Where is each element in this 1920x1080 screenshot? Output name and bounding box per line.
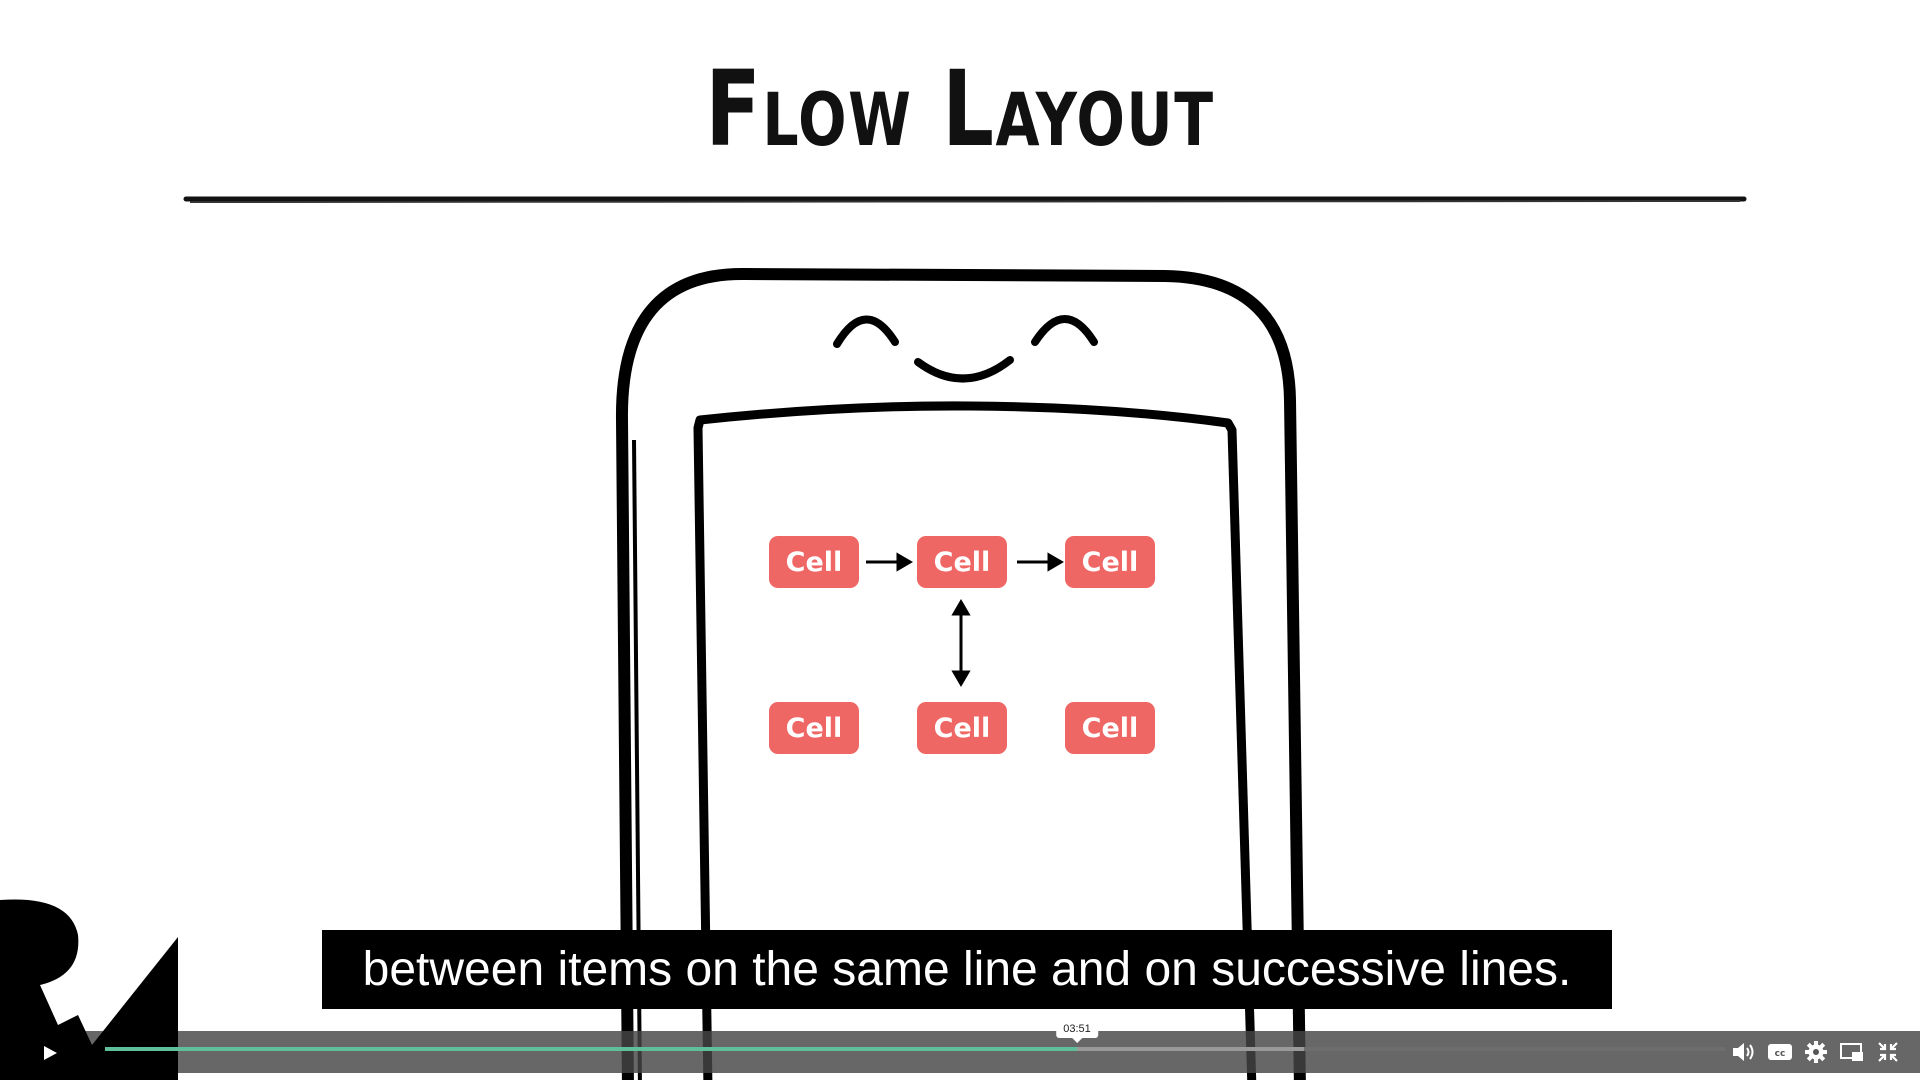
cell-r2-c2: Cell: [917, 702, 1007, 754]
control-bar: [50, 1031, 1920, 1073]
svg-text:cc: cc: [1775, 1049, 1786, 1059]
left-eye: [833, 315, 899, 348]
progress-bar[interactable]: [105, 1047, 1725, 1051]
rw-logo: [0, 899, 178, 1080]
gear-icon: [1805, 1041, 1827, 1063]
cell-r1-c1: Cell: [769, 536, 859, 588]
volume-button[interactable]: [1729, 1037, 1759, 1067]
exit-fullscreen-icon: [1878, 1042, 1898, 1062]
captions-button[interactable]: cc: [1765, 1037, 1795, 1067]
settings-button[interactable]: [1801, 1037, 1831, 1067]
cell-r1-c2: Cell: [917, 536, 1007, 588]
phone-face: [833, 315, 1098, 383]
closed-captions-icon: cc: [1768, 1044, 1792, 1060]
play-icon: [44, 1046, 57, 1060]
cell-r2-c1: Cell: [769, 702, 859, 754]
flow-arrows: [866, 552, 1064, 687]
cell-r1-c3: Cell: [1065, 536, 1155, 588]
slide-title: Flow Layout: [705, 48, 1215, 170]
volume-icon: [1733, 1043, 1754, 1061]
right-eye: [1031, 315, 1098, 346]
progress-played: [105, 1047, 1077, 1051]
fullscreen-button[interactable]: [1873, 1037, 1903, 1067]
picture-in-picture-button[interactable]: [1837, 1037, 1867, 1067]
cell-r2-c3: Cell: [1065, 702, 1155, 754]
smile: [914, 356, 1014, 383]
play-button[interactable]: [37, 1040, 63, 1066]
picture-in-picture-icon: [1840, 1043, 1863, 1061]
subtitle-caption: between items on the same line and on su…: [322, 930, 1612, 1009]
time-tooltip: 03:51: [1056, 1020, 1098, 1043]
title-underline-texture: [189, 200, 1741, 203]
